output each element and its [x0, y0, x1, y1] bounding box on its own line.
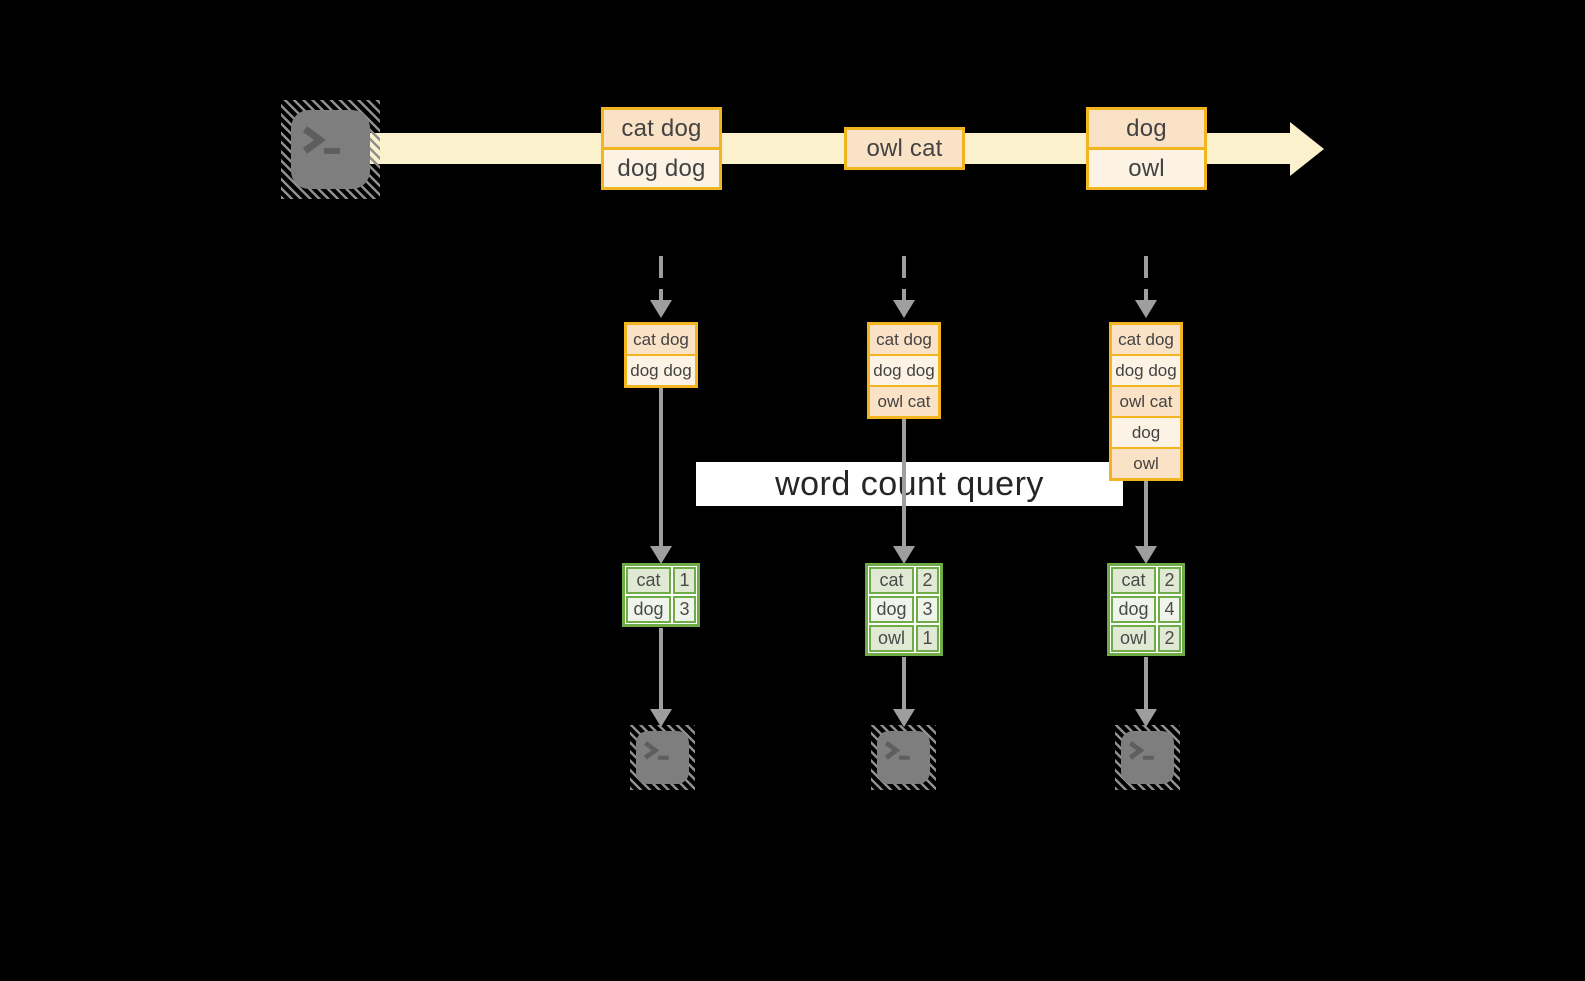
count-cell: 2 — [1158, 567, 1181, 594]
buffer-row: owl cat — [1112, 385, 1180, 416]
sink-terminal-icon — [630, 725, 695, 790]
word-cell: dog — [869, 596, 914, 623]
stream-batch-3: dog owl — [1086, 107, 1207, 190]
output-flow-arrowhead-icon — [1135, 709, 1157, 727]
count-cell: 3 — [916, 596, 939, 623]
ingest-arrow-dash — [902, 256, 906, 300]
count-cell: 4 — [1158, 596, 1181, 623]
count-cell: 2 — [916, 567, 939, 594]
buffer-row: dog dog — [1112, 354, 1180, 385]
buffer-row: cat dog — [1112, 325, 1180, 354]
word-cell: owl — [869, 625, 914, 652]
stream-batch-2: owl cat — [844, 127, 965, 170]
query-flow-line — [902, 419, 906, 546]
count-cell: 1 — [673, 567, 696, 594]
word-cell: owl — [1111, 625, 1156, 652]
buffer-row: owl — [1112, 447, 1180, 478]
count-cell: 1 — [916, 625, 939, 652]
count-cell: 2 — [1158, 625, 1181, 652]
buffer-row: cat dog — [627, 325, 695, 354]
stream-record: owl — [1089, 147, 1204, 187]
terminal-body — [877, 731, 930, 784]
stream-arrowhead-icon — [1290, 122, 1324, 176]
sink-terminal-icon — [1115, 725, 1180, 790]
buffer-stack-3: cat dog dog dog owl cat dog owl — [1109, 322, 1183, 481]
ingest-arrowhead-icon — [893, 300, 915, 318]
output-flow-arrowhead-icon — [893, 709, 915, 727]
count-cell: 3 — [673, 596, 696, 623]
banner-label: word count query — [775, 464, 1044, 503]
buffer-row: dog dog — [870, 354, 938, 385]
terminal-prompt-glyph — [644, 741, 670, 761]
ingest-arrow-dash — [659, 256, 663, 300]
ingest-arrowhead-icon — [1135, 300, 1157, 318]
terminal-prompt-glyph — [1129, 741, 1155, 761]
word-count-query-banner: word count query — [696, 462, 1123, 506]
word-cell: cat — [626, 567, 671, 594]
buffer-row: owl cat — [870, 385, 938, 416]
output-flow-line — [902, 657, 906, 709]
word-cell: dog — [626, 596, 671, 623]
sink-terminal-icon — [871, 725, 936, 790]
ingest-arrowhead-icon — [650, 300, 672, 318]
output-flow-line — [1144, 657, 1148, 709]
source-terminal-icon — [281, 100, 380, 199]
output-flow-line — [659, 628, 663, 709]
buffer-stack-1: cat dog dog dog — [624, 322, 698, 388]
stream-record: owl cat — [847, 130, 962, 167]
word-count-table-2: cat 2 dog 3 owl 1 — [865, 563, 943, 656]
buffer-row: dog — [1112, 416, 1180, 447]
word-count-table-1: cat 1 dog 3 — [622, 563, 700, 627]
terminal-body — [636, 731, 689, 784]
query-flow-line — [659, 388, 663, 546]
terminal-body — [1121, 731, 1174, 784]
query-flow-arrowhead-icon — [893, 546, 915, 564]
output-flow-arrowhead-icon — [650, 709, 672, 727]
terminal-prompt-glyph — [885, 741, 911, 761]
stream-batch-1: cat dog dog dog — [601, 107, 722, 190]
word-cell: dog — [1111, 596, 1156, 623]
word-cell: cat — [1111, 567, 1156, 594]
terminal-body — [291, 110, 370, 189]
stream-record: cat dog — [604, 110, 719, 147]
stream-record: dog — [1089, 110, 1204, 147]
stream-record: dog dog — [604, 147, 719, 187]
query-flow-line — [1144, 481, 1148, 546]
word-cell: cat — [869, 567, 914, 594]
buffer-stack-2: cat dog dog dog owl cat — [867, 322, 941, 419]
word-count-table-3: cat 2 dog 4 owl 2 — [1107, 563, 1185, 656]
terminal-prompt-glyph — [303, 125, 341, 154]
query-flow-arrowhead-icon — [650, 546, 672, 564]
ingest-arrow-dash — [1144, 256, 1148, 300]
query-flow-arrowhead-icon — [1135, 546, 1157, 564]
buffer-row: dog dog — [627, 354, 695, 385]
buffer-row: cat dog — [870, 325, 938, 354]
